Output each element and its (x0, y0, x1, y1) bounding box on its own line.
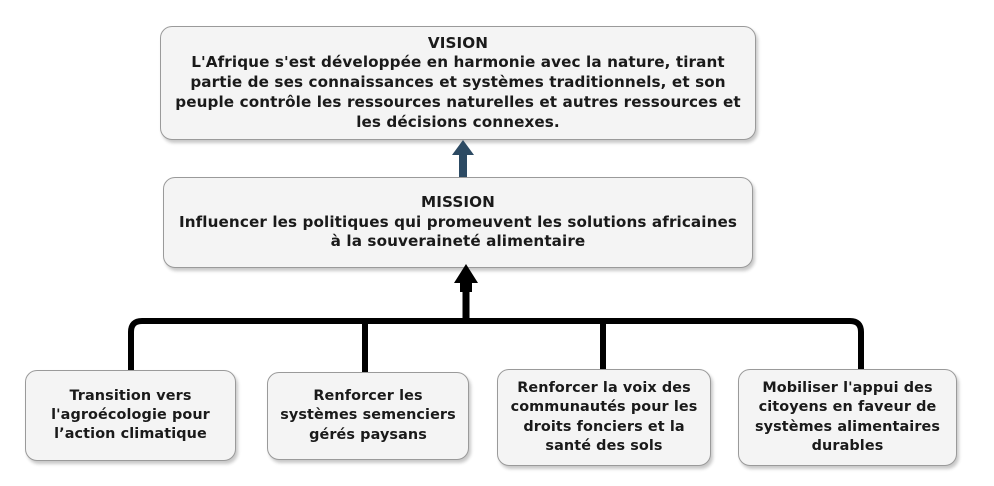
pillar-2-label: Renforcer les systèmes semenciers gérés … (280, 388, 456, 443)
arrowhead-up-icon (454, 264, 478, 292)
pillar-1-label: Transition vers l'agroécologie pour l’ac… (51, 387, 210, 443)
arrow-mission-to-vision (452, 140, 474, 178)
connector-pillars-to-mission (128, 264, 864, 380)
pillar-box-4: Mobiliser l'appui des citoyens en faveur… (738, 369, 957, 466)
pillar-box-3: Renforcer la voix des communautés pour l… (497, 369, 711, 466)
connector-fillet (452, 316, 480, 324)
vision-heading: VISION (427, 33, 489, 52)
pillar-box-2: Renforcer les systèmes semenciers gérés … (267, 372, 469, 460)
vision-box: VISION L'Afrique s'est développée en har… (160, 26, 756, 140)
pillar-3-label: Renforcer la voix des communautés pour l… (510, 379, 698, 454)
vision-box-content: VISION L'Afrique s'est développée en har… (161, 34, 755, 133)
connector-bus (128, 318, 864, 380)
mission-box-content: MISSION Influencer les politiques qui pr… (164, 193, 752, 252)
vision-body: L'Afrique s'est développée en harmonie a… (175, 53, 741, 131)
mission-heading: MISSION (421, 192, 495, 211)
mission-body: Influencer les politiques qui promeuvent… (178, 212, 738, 251)
pillar-4-label: Mobiliser l'appui des citoyens en faveur… (754, 379, 941, 454)
pillar-box-1: Transition vers l'agroécologie pour l’ac… (25, 370, 236, 461)
mission-box: MISSION Influencer les politiques qui pr… (163, 177, 753, 268)
